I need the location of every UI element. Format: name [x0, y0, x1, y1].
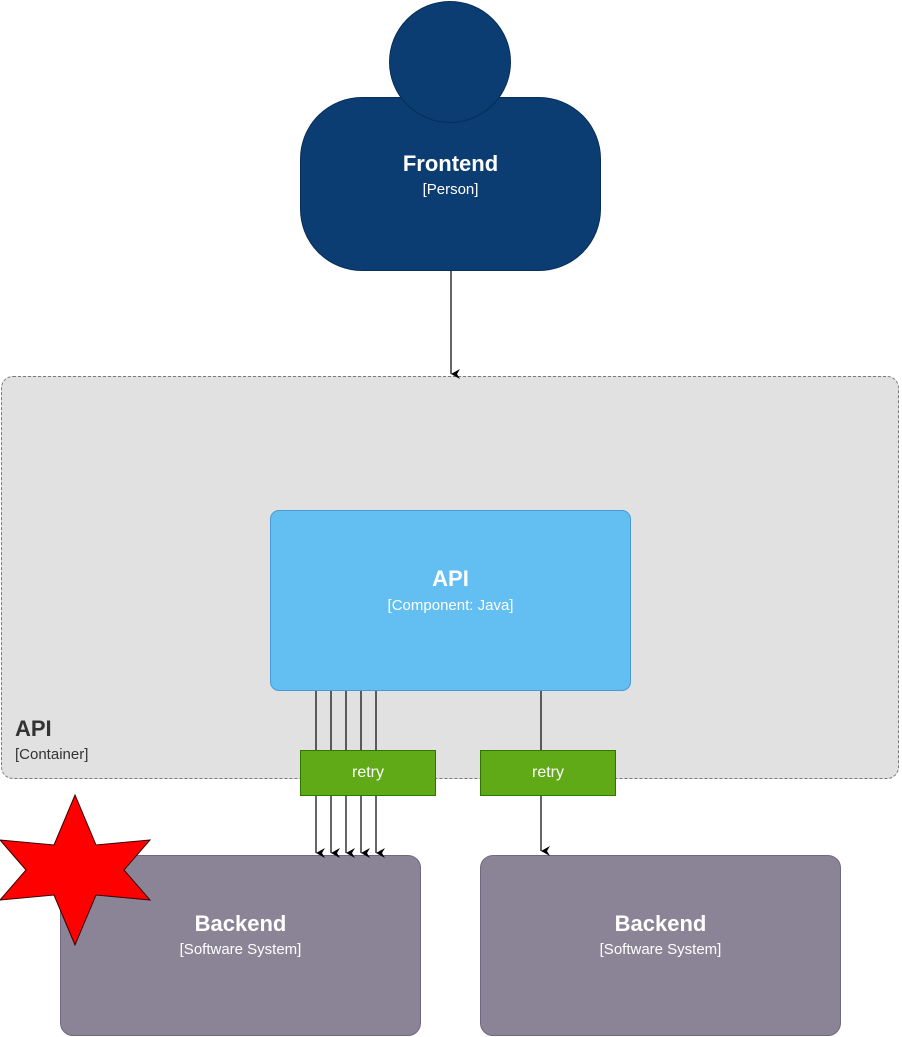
- frontend-person-head[interactable]: [389, 1, 511, 123]
- failure-star-icon: [0, 793, 152, 947]
- backend-2-title: Backend: [614, 911, 707, 936]
- backend-1-title: Backend: [194, 911, 287, 936]
- frontend-subtitle: [Person]: [422, 181, 479, 198]
- backend-system-2[interactable]: Backend [Software System]: [480, 855, 841, 1036]
- backend-1-subtitle: [Software System]: [179, 941, 302, 958]
- container-subtitle: [Container]: [15, 746, 89, 763]
- api-component[interactable]: API [Component: Java]: [270, 510, 631, 691]
- frontend-title: Frontend: [402, 151, 499, 176]
- component-subtitle: [Component: Java]: [387, 597, 514, 614]
- container-title: API: [15, 716, 52, 741]
- backend-2-subtitle: [Software System]: [599, 941, 722, 958]
- retry-label-1[interactable]: retry: [300, 750, 436, 796]
- retry-label-2[interactable]: retry: [480, 750, 616, 796]
- frontend-person-body[interactable]: Frontend [Person]: [300, 97, 601, 271]
- component-title: API: [432, 566, 469, 591]
